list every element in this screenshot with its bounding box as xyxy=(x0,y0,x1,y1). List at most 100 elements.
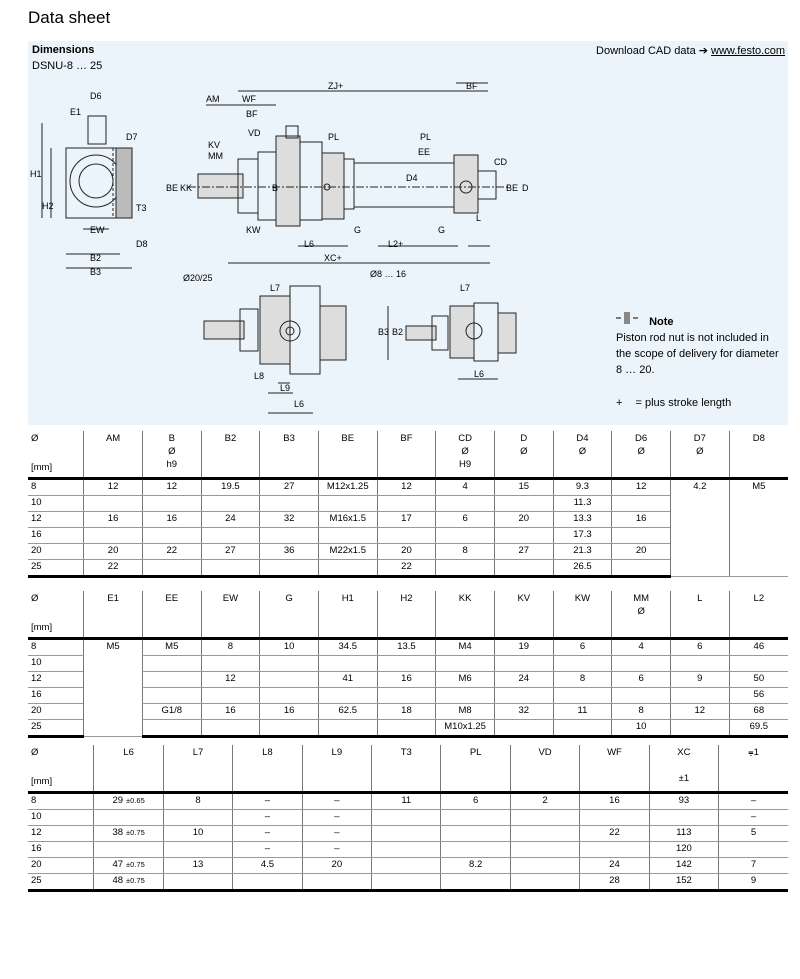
cell-value: – xyxy=(264,811,271,822)
label-d4: D4 xyxy=(406,173,418,183)
table-cell xyxy=(141,671,202,688)
table-row: 16––120 xyxy=(28,841,788,858)
table-cell xyxy=(440,873,511,892)
column-header: VD xyxy=(509,745,580,794)
cell-value: 113 xyxy=(676,827,692,838)
table-cell: 6 xyxy=(440,792,511,810)
label-e1: E1 xyxy=(70,107,81,117)
header-line: PL xyxy=(469,747,482,758)
table-cell xyxy=(376,719,436,738)
table-cell: 4.2 xyxy=(669,478,730,577)
label-t3: T3 xyxy=(136,203,147,213)
table-cell: 13 xyxy=(162,857,233,874)
header-line: EW xyxy=(222,593,239,604)
table-cell: 26.5 xyxy=(552,559,612,578)
table-cell xyxy=(493,655,554,672)
column-header: L8 xyxy=(232,745,303,794)
table-cell: 12 xyxy=(376,478,436,496)
label-h2: H2 xyxy=(42,201,54,211)
table-cell xyxy=(141,687,202,704)
label-be: BE xyxy=(166,183,178,193)
label-l7-small: L7 xyxy=(460,283,470,293)
cell-value: 27 xyxy=(283,481,295,492)
table-cell: 12 xyxy=(141,478,202,496)
table-cell xyxy=(509,825,580,842)
table-row: 10––– xyxy=(28,809,788,826)
table-cell: 2 xyxy=(509,792,580,810)
cell-value: 18 xyxy=(401,705,412,716)
table-cell xyxy=(579,841,650,858)
table-cell: 12 xyxy=(200,671,260,688)
table-cell: 12 xyxy=(28,825,94,842)
cell-value: M4 xyxy=(458,641,472,652)
table-cell: 20 xyxy=(28,703,84,720)
label-b: B xyxy=(272,183,278,193)
label-pl-rear: PL xyxy=(420,132,431,142)
table-cell: 15 xyxy=(493,478,554,496)
header-line: AM xyxy=(105,433,121,444)
column-header: D8 xyxy=(728,431,788,480)
label-b2-bottom: B2 xyxy=(392,327,403,337)
table-cell xyxy=(509,857,580,874)
table-cell: 20 xyxy=(376,543,436,560)
table-cell: 27 xyxy=(493,543,554,560)
note-text: Piston rod nut is not included in the sc… xyxy=(616,332,779,376)
cell-value: 19.5 xyxy=(221,481,240,492)
festo-link[interactable]: www.festo.com xyxy=(711,45,785,57)
cell-value: M16x1.5 xyxy=(329,513,366,524)
table-cell xyxy=(611,687,671,704)
table-cell: 11.3 xyxy=(552,495,612,512)
table-cell xyxy=(232,873,303,892)
table-cell: 7 xyxy=(718,857,788,874)
table-cell: 11 xyxy=(552,703,612,720)
table-cell xyxy=(435,527,495,544)
cell-value: 8 xyxy=(579,673,586,684)
table-cell xyxy=(371,809,441,826)
column-header: WF xyxy=(579,745,650,794)
cell-value: 22 xyxy=(609,827,620,838)
column-header: Ø[mm] xyxy=(28,745,94,794)
table-cell xyxy=(141,655,202,672)
header-line: D4 xyxy=(576,433,589,444)
cell-value: – xyxy=(264,795,271,806)
table-cell: 152 xyxy=(648,873,719,892)
table-cell xyxy=(200,527,260,544)
table-cell: 12 xyxy=(83,478,143,496)
label-xc: XC+ xyxy=(324,253,342,263)
column-header: L6 xyxy=(93,745,164,794)
cell-value: 5 xyxy=(750,827,757,838)
label-h1: H1 xyxy=(30,169,42,179)
table-cell: 11 xyxy=(371,792,441,810)
table-cell: 17 xyxy=(376,511,436,528)
table-cell xyxy=(552,687,612,704)
table-cell xyxy=(376,687,436,704)
cell-value: 93 xyxy=(678,795,690,806)
header-line: MM xyxy=(633,593,650,604)
cell-value: 50 xyxy=(753,673,765,684)
cell-value: – xyxy=(750,811,757,822)
cell-value: 56 xyxy=(753,689,765,700)
table-cell: 19.5 xyxy=(200,478,260,496)
cell-value: 25 xyxy=(31,875,42,886)
label-g: G xyxy=(354,225,361,235)
table-cell: 6 xyxy=(435,511,495,528)
cell-value: 17 xyxy=(401,513,412,524)
cad-download[interactable]: Download CAD data ➔ www.festo.com xyxy=(596,44,785,57)
table-cell xyxy=(718,841,788,858)
table-cell: 56 xyxy=(728,687,788,704)
table-cell: 93 xyxy=(648,792,719,810)
label-bf: BF xyxy=(246,109,258,119)
dimensions-title: Dimensions xyxy=(32,44,95,56)
table-cell: 16 xyxy=(28,527,84,544)
table-cell: – xyxy=(301,792,372,810)
label-l7: L7 xyxy=(270,283,280,293)
table-cell: 9.3 xyxy=(552,478,612,496)
table-cell: 32 xyxy=(493,703,554,720)
table-cell: – xyxy=(232,792,303,810)
cell-value: – xyxy=(264,827,271,838)
